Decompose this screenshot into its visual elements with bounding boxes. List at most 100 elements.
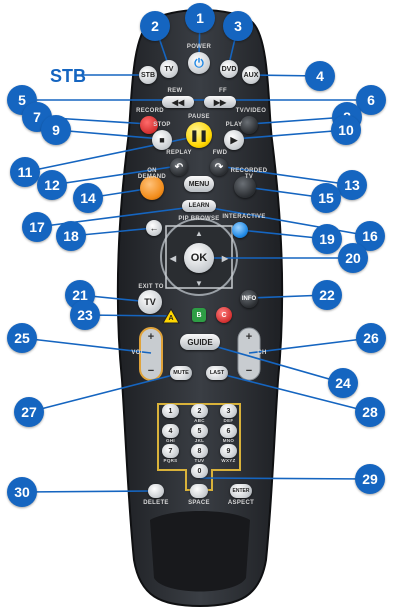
stb-label: STB bbox=[50, 66, 86, 86]
b-square-button[interactable]: B bbox=[192, 308, 206, 322]
stop-label: STOP bbox=[153, 122, 171, 128]
callout-15: 15 bbox=[311, 183, 341, 213]
exit-to-label: EXIT TO bbox=[138, 284, 164, 290]
on-demand-label: ON DEMAND bbox=[137, 168, 167, 180]
number-key-4[interactable]: 4 bbox=[162, 424, 179, 438]
dpad-right-arrow-icon[interactable]: ▶ bbox=[221, 253, 229, 263]
number-key-7[interactable]: 7 bbox=[162, 444, 179, 458]
aux-mode-button[interactable]: AUX bbox=[242, 66, 260, 84]
record-button[interactable] bbox=[140, 116, 158, 134]
number-key-2[interactable]: 2 bbox=[191, 404, 208, 418]
number-key-8[interactable]: 8 bbox=[191, 444, 208, 458]
callout-25: 25 bbox=[7, 323, 37, 353]
dpad-down-arrow-icon[interactable]: ▼ bbox=[195, 278, 203, 288]
callout-16: 16 bbox=[355, 221, 385, 251]
number-key-9[interactable]: 9 bbox=[220, 444, 237, 458]
number-key-6[interactable]: 6 bbox=[220, 424, 237, 438]
callout-20: 20 bbox=[338, 243, 368, 273]
ch-plus-icon[interactable]: + bbox=[245, 331, 253, 343]
interactive-label: INTERACTIVE bbox=[222, 214, 266, 220]
fwd-button[interactable]: ↷ bbox=[210, 158, 228, 176]
leader-16 bbox=[199, 205, 371, 237]
pause-button[interactable]: ❚❚ bbox=[186, 122, 212, 148]
recorded-tv-label: RECORDED TV bbox=[230, 168, 268, 180]
callout-28: 28 bbox=[355, 397, 385, 427]
power-label: POWER bbox=[186, 44, 212, 50]
pip-browse-label: PIP BROWSE bbox=[178, 216, 220, 222]
number-key-1[interactable]: 1 bbox=[162, 404, 179, 418]
callout-17: 17 bbox=[22, 212, 52, 242]
callout-3: 3 bbox=[223, 11, 253, 41]
guide-button[interactable]: GUIDE bbox=[180, 334, 220, 350]
number-key-5[interactable]: 5 bbox=[191, 424, 208, 438]
leader-9 bbox=[55, 129, 163, 140]
leader-12 bbox=[51, 165, 179, 186]
space-key[interactable] bbox=[190, 484, 208, 498]
vol-plus-icon[interactable]: + bbox=[147, 331, 155, 343]
number-key-0[interactable]: 0 bbox=[191, 464, 208, 478]
key-letters-5: JKL bbox=[194, 438, 205, 443]
play-button[interactable]: ▶ bbox=[224, 130, 244, 150]
recorded-tv-button[interactable] bbox=[234, 176, 256, 198]
back-arrow-button[interactable]: ← bbox=[146, 220, 162, 236]
callout-4: 4 bbox=[305, 61, 335, 91]
replay-label: REPLAY bbox=[166, 150, 192, 156]
rew-label: REW bbox=[167, 88, 183, 94]
key-letters-4: GHI bbox=[166, 438, 175, 443]
stop-button[interactable]: ■ bbox=[152, 130, 172, 150]
ff-button[interactable]: ▶▶ bbox=[204, 96, 236, 108]
learn-button[interactable]: LEARN bbox=[182, 200, 216, 212]
ch-rocker[interactable] bbox=[237, 327, 261, 381]
mute-button[interactable]: MUTE bbox=[170, 366, 192, 380]
leader-24 bbox=[199, 341, 344, 384]
key-letters-7: PQRS bbox=[163, 458, 178, 463]
menu-button[interactable]: MENU bbox=[184, 176, 214, 192]
interactive-button[interactable] bbox=[232, 222, 248, 238]
aspect-label: ASPECT bbox=[227, 500, 255, 506]
callout-6: 6 bbox=[356, 85, 386, 115]
dvd-mode-button[interactable]: DVD bbox=[220, 60, 238, 78]
enter-button[interactable]: ENTER bbox=[230, 484, 252, 498]
dpad-up-arrow-icon[interactable]: ▲ bbox=[195, 228, 203, 238]
pause-label: PAUSE bbox=[188, 114, 210, 120]
vol-minus-icon[interactable]: − bbox=[147, 365, 155, 377]
key-letters-9: WXYZ bbox=[221, 458, 236, 463]
callout-14: 14 bbox=[73, 183, 103, 213]
key-letters-8: TUV bbox=[194, 458, 205, 463]
leader-30 bbox=[21, 490, 153, 493]
leader-10 bbox=[233, 129, 347, 140]
power-button[interactable]: ⏻ bbox=[188, 52, 210, 74]
leader-8 bbox=[248, 116, 348, 125]
callout-18: 18 bbox=[56, 221, 86, 251]
callout-27: 27 bbox=[14, 397, 44, 427]
callout-9: 9 bbox=[41, 115, 71, 145]
callout-19: 19 bbox=[312, 224, 342, 254]
dpad-frame bbox=[165, 225, 233, 289]
leader-29 bbox=[199, 477, 371, 480]
tv-mode-button[interactable]: TV bbox=[160, 60, 178, 78]
key-letters-6: MNO bbox=[222, 438, 235, 443]
callout-2: 2 bbox=[140, 11, 170, 41]
a-triangle-button[interactable]: A bbox=[162, 308, 180, 324]
on-demand-button[interactable] bbox=[140, 176, 164, 200]
rew-button[interactable]: ◀◀ bbox=[162, 96, 194, 108]
stb-mode-button[interactable]: STB bbox=[139, 66, 157, 84]
ok-button[interactable]: OK bbox=[184, 243, 214, 273]
callout-10: 10 bbox=[331, 115, 361, 145]
ch-minus-icon[interactable]: − bbox=[245, 365, 253, 377]
bottom-grip bbox=[150, 511, 250, 592]
last-button[interactable]: LAST bbox=[206, 366, 228, 380]
leader-27 bbox=[28, 372, 182, 413]
c-circle-button[interactable]: C bbox=[216, 307, 232, 323]
number-key-3[interactable]: 3 bbox=[220, 404, 237, 418]
callout-23: 23 bbox=[70, 300, 100, 330]
tvvideo-label: TV/VIDEO bbox=[235, 108, 267, 114]
dpad-left-arrow-icon[interactable]: ◀ bbox=[169, 253, 177, 263]
delete-button[interactable] bbox=[148, 484, 164, 498]
exit-to-tv-button[interactable]: TV bbox=[138, 290, 162, 314]
tvvideo-button[interactable] bbox=[240, 116, 258, 134]
callout-13: 13 bbox=[337, 170, 367, 200]
info-button[interactable]: INFO bbox=[240, 290, 258, 308]
replay-button[interactable]: ↶ bbox=[170, 158, 188, 176]
